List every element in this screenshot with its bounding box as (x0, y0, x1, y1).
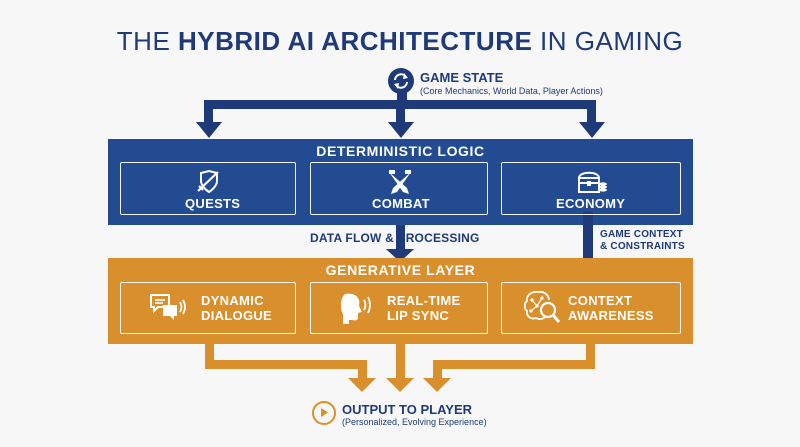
dynamic-dialogue-line2: DIALOGUE (201, 308, 273, 323)
treasure-chest-icon (576, 168, 608, 201)
context-constraints-label: GAME CONTEXT & CONSTRAINTS (600, 229, 685, 253)
lip-sync-box: REAL-TIME LIP SYNC (310, 282, 488, 334)
deterministic-title: DETERMINISTIC LOGIC (316, 143, 485, 159)
quests-label: QUESTS (185, 196, 241, 211)
context-awareness-line2: AWARENESS (568, 308, 654, 323)
lip-sync-line1: REAL-TIME (387, 293, 461, 308)
dynamic-dialogue-box: DYNAMIC DIALOGUE (120, 282, 296, 334)
economy-box: ECONOMY (501, 162, 681, 215)
output-converging-arrows (205, 343, 595, 392)
generative-title: GENERATIVE LAYER (325, 262, 476, 278)
lip-sync-label: REAL-TIME LIP SYNC (387, 293, 460, 323)
game-state-fanout-arrows (196, 92, 605, 138)
game-state-subtitle: (Core Mechanics, World Data, Player Acti… (420, 86, 603, 96)
generative-band (108, 258, 693, 344)
data-flow-label: DATA FLOW & PROCESSING (310, 231, 480, 245)
speaking-head-icon (339, 290, 375, 331)
title-suffix: IN GAMING (532, 26, 684, 56)
brain-magnifier-icon (522, 289, 562, 332)
output-subtitle: (Personalized, Evolving Experience) (342, 417, 487, 427)
context-awareness-label: CONTEXT AWARENESS (568, 293, 654, 323)
combat-label: COMBAT (372, 196, 430, 211)
quests-box: QUESTS (120, 162, 296, 215)
dynamic-dialogue-line1: DYNAMIC (201, 293, 264, 308)
game-state-title: GAME STATE (420, 70, 504, 85)
data-flow-arrow (386, 225, 414, 262)
economy-label: ECONOMY (556, 196, 626, 211)
combat-box: COMBAT (310, 162, 488, 215)
title-bold: HYBRID AI ARCHITECTURE (178, 26, 533, 56)
title-prefix: THE (116, 26, 179, 56)
context-awareness-line1: CONTEXT (568, 293, 633, 308)
shield-sword-icon (193, 169, 223, 200)
output-title: OUTPUT TO PLAYER (342, 402, 473, 417)
crossed-guns-icon (385, 168, 415, 201)
dynamic-dialogue-label: DYNAMIC DIALOGUE (201, 293, 272, 323)
speech-bubbles-icon (149, 292, 189, 329)
play-circle-icon (312, 401, 336, 425)
page-title: THE HYBRID AI ARCHITECTURE IN GAMING (0, 26, 800, 57)
refresh-cycle-icon (388, 68, 414, 94)
context-label-line1: GAME CONTEXT (600, 229, 683, 240)
lip-sync-line2: LIP SYNC (387, 308, 450, 323)
context-awareness-box: CONTEXT AWARENESS (501, 282, 681, 334)
context-label-line2: & CONSTRAINTS (600, 241, 685, 252)
